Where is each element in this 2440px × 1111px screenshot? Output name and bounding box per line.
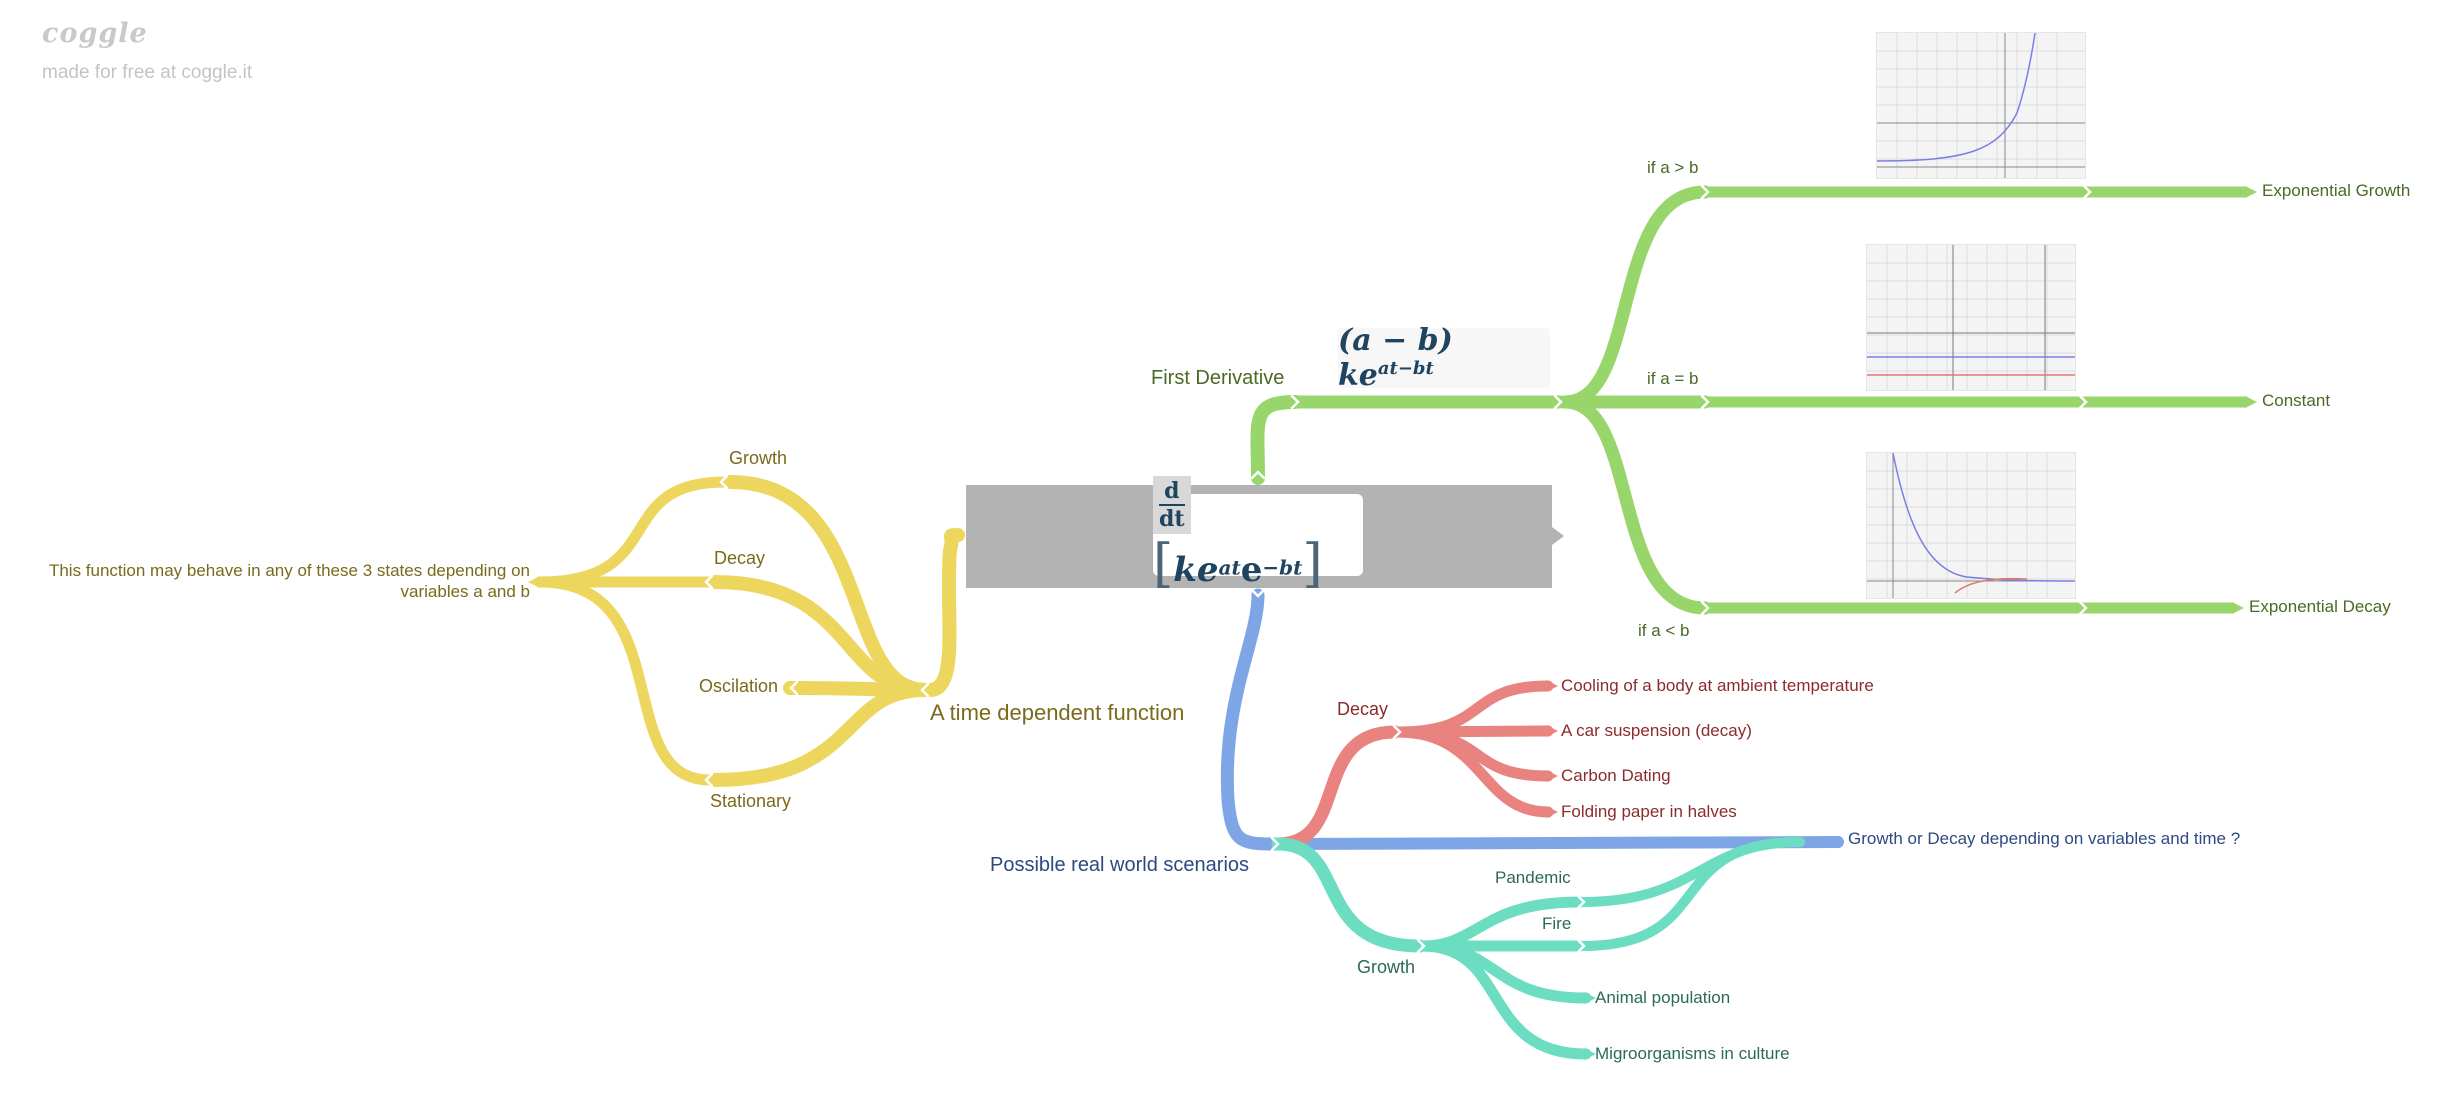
graph-growth-plot (1877, 33, 2085, 178)
node-oscilation[interactable]: Oscilation (699, 676, 779, 696)
node-fire[interactable]: Fire (1542, 914, 1572, 933)
node-folding-paper[interactable]: Folding paper in halves (1561, 802, 1737, 821)
node-if-a-greater-b[interactable]: if a > b (1647, 158, 1699, 177)
node-constant[interactable]: Constant (2262, 391, 2331, 410)
node-exponential-growth[interactable]: Exponential Growth (2262, 181, 2411, 200)
joint-chevron-decay-mid (2078, 600, 2088, 616)
edge-root-to-function (923, 528, 965, 697)
root-formula-card[interactable]: d dt [keate−bt] (1153, 476, 1363, 594)
joint-chevron-fire (1576, 938, 1586, 954)
root-formula-open-bracket: [ (1153, 534, 1174, 594)
node-microorganisms[interactable]: Migroorganisms in culture (1595, 1044, 1790, 1063)
joint-chevron-growth (719, 474, 729, 490)
node-first-derivative[interactable]: First Derivative (1151, 367, 1285, 389)
root-formula-body: ke (1173, 550, 1219, 590)
arrow-tip-mixed (1830, 836, 1842, 848)
node-exponential-decay[interactable]: Exponential Decay (2249, 597, 2391, 616)
joint-chevron-root-top (1250, 470, 1266, 480)
edge-derivative-to-growth-case (1558, 185, 1712, 409)
joint-chevron-growth-mid (2082, 184, 2092, 200)
node-if-a-equals-b[interactable]: if a = b (1647, 369, 1699, 388)
joint-chevron-growth-case (1700, 184, 1710, 200)
graph-exponential-decay[interactable] (1866, 452, 2076, 599)
graph-exponential-growth[interactable] (1876, 32, 2086, 179)
edge-root-to-derivative (1250, 395, 1302, 485)
joint-chevron-deriv-mid (1553, 394, 1563, 410)
node-time-dependent-function[interactable]: A time dependent function (930, 700, 1185, 725)
arrow-tip-paper (1546, 806, 1558, 818)
edge-function-to-stationary (708, 683, 932, 787)
node-carbon-dating[interactable]: Carbon Dating (1561, 766, 1671, 785)
coggle-logo[interactable]: coggle (42, 18, 148, 49)
joint-chevron-decay (704, 574, 714, 590)
root-formula-dt: dt (1159, 506, 1185, 532)
derivative-formula-card[interactable]: (a − b) keat−bt (1338, 323, 1550, 393)
joint-chevron-pandemic (1576, 894, 1586, 910)
node-pandemic[interactable]: Pandemic (1495, 868, 1571, 887)
edge-scenarios-to-decay (1271, 725, 1402, 851)
edge-scenarios-to-growth (1271, 837, 1427, 953)
node-states-note[interactable]: This function may behave in any of these… (40, 560, 530, 602)
root-expand-arrow[interactable] (1552, 527, 1566, 545)
joint-chevron-decay-case (1700, 600, 1710, 616)
states-note-line1: This function may behave in any of these… (48, 561, 530, 580)
root-formula-sup2: −bt (1262, 555, 1303, 580)
node-growth-or-decay[interactable]: Growth or Decay depending on variables a… (1848, 829, 2241, 848)
edge-states-to-stationary (534, 576, 716, 786)
node-scenario-growth[interactable]: Growth (1357, 957, 1416, 977)
edge-decay-to-paper (1392, 726, 1554, 818)
graph-constant[interactable] (1866, 244, 2076, 391)
node-animal-population[interactable]: Animal population (1595, 988, 1731, 1007)
arrow-tip-exp-growth (2245, 186, 2257, 198)
joint-chevron-teal-growth (1416, 938, 1426, 954)
joint-chevron-deriv-card (1290, 394, 1300, 410)
derivative-formula-main: (a − b) ke (1338, 323, 1453, 393)
joint-chevron-scenarios (1270, 836, 1280, 852)
derivative-formula: (a − b) keat−bt (1338, 323, 1550, 393)
root-formula-sup1: at (1218, 555, 1241, 580)
graph-constant-plot (1867, 245, 2075, 390)
joint-chevron-oscilation (789, 680, 799, 696)
node-possible-scenarios[interactable]: Possible real world scenarios (990, 854, 1250, 876)
joint-chevron-constant-mid (2078, 394, 2088, 410)
graph-decay-plot (1867, 453, 2075, 598)
derivative-formula-sup: at−bt (1377, 358, 1434, 379)
arrow-tip-constant (2245, 396, 2257, 408)
edge-derivative-to-decay-case (1558, 395, 1712, 615)
root-formula-e: e (1240, 550, 1263, 590)
arrow-tip-animal (1584, 992, 1596, 1004)
node-stationary[interactable]: Stationary (710, 791, 792, 811)
states-note-line2: variables a and b (400, 582, 530, 601)
arrow-tip-carbon (1546, 770, 1558, 782)
joint-chevron-constant-case (1700, 394, 1710, 410)
arrow-tip-cooling (1546, 680, 1558, 692)
joint-chevron-function (920, 682, 930, 698)
edge-decay-to-cooling (1392, 680, 1554, 738)
edge-fire-to-mixed (1577, 837, 1805, 951)
root-formula-d: d (1164, 478, 1180, 504)
root-formula: d dt [keate−bt] (1153, 476, 1363, 594)
joint-chevron-stationary (704, 772, 714, 788)
coggle-tagline[interactable]: made for free at coggle.it (42, 62, 253, 83)
arrow-tip-suspension (1546, 725, 1558, 737)
root-formula-close-bracket: ] (1302, 534, 1323, 594)
joint-chevron-red-decay (1392, 724, 1402, 740)
root-formula-fraction: d dt (1153, 476, 1191, 534)
arrow-tip-microorganisms (1584, 1048, 1596, 1060)
arrow-tip-exp-decay (2232, 602, 2244, 614)
edge-states-to-growth (534, 476, 731, 588)
node-scenario-decay[interactable]: Decay (1337, 699, 1389, 719)
node-cooling[interactable]: Cooling of a body at ambient temperature (1561, 676, 1874, 695)
edge-root-to-scenarios (1220, 588, 1282, 851)
arrow-tip-states (528, 576, 540, 588)
joint-chevron-root-bottom (1250, 588, 1266, 598)
node-decay[interactable]: Decay (714, 548, 766, 568)
edge-growth-to-microorganisms (1416, 940, 1592, 1060)
node-car-suspension[interactable]: A car suspension (decay) (1561, 721, 1752, 740)
node-growth[interactable]: Growth (729, 448, 788, 468)
node-if-a-less-b[interactable]: if a < b (1638, 621, 1690, 640)
